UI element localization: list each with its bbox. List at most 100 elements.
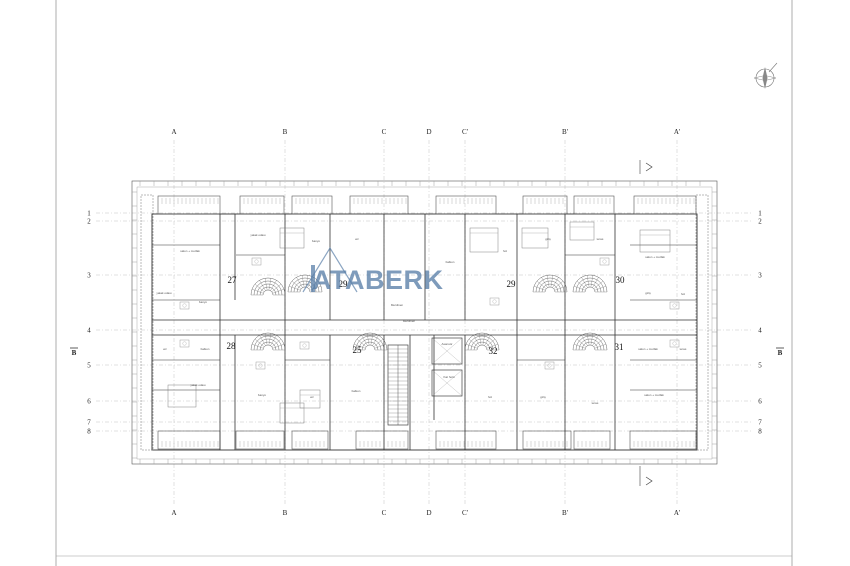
stair-riser bbox=[553, 280, 564, 289]
stair-riser bbox=[254, 338, 265, 347]
fixture-basin bbox=[182, 303, 187, 308]
stair-tread bbox=[250, 332, 286, 351]
grid-axis-label: B bbox=[283, 128, 288, 136]
stair-riser bbox=[593, 280, 604, 289]
stair-tread bbox=[262, 344, 274, 351]
unit-number: 31 bbox=[615, 342, 624, 352]
stair-tread bbox=[364, 344, 376, 351]
stair-riser bbox=[288, 286, 301, 291]
stair-tread bbox=[572, 332, 608, 351]
stair-riser bbox=[594, 344, 607, 349]
room-annotation: wc bbox=[310, 395, 314, 399]
fixture bbox=[251, 257, 262, 266]
stair-riser bbox=[356, 338, 367, 347]
stair-riser bbox=[301, 275, 305, 288]
core-annotation: Asansör bbox=[441, 342, 452, 346]
stair-riser bbox=[251, 289, 264, 294]
stair-riser bbox=[353, 344, 366, 349]
balcony bbox=[522, 195, 568, 215]
fixture-basin bbox=[254, 259, 259, 264]
stair-icon bbox=[352, 332, 388, 351]
room-annotation: yatak odası bbox=[156, 291, 172, 295]
section-mark-label: B bbox=[72, 349, 77, 357]
stair-riser bbox=[592, 335, 599, 346]
stair-riser bbox=[586, 275, 590, 288]
stair-riser bbox=[482, 333, 486, 346]
grid-axis-label: 4 bbox=[758, 327, 762, 335]
room-annotation: balkon bbox=[201, 347, 210, 351]
fixture-basin bbox=[672, 303, 677, 308]
bed-furniture bbox=[569, 221, 595, 241]
stair-riser bbox=[590, 333, 594, 346]
stair-icon bbox=[572, 332, 608, 351]
stair-riser bbox=[473, 335, 480, 346]
fixture-basin bbox=[547, 363, 552, 368]
fixture-basin bbox=[672, 341, 677, 346]
stair-tread bbox=[253, 280, 283, 296]
room-annotation: giriş bbox=[645, 291, 651, 295]
fixture bbox=[669, 339, 680, 348]
grid-axis-label: B' bbox=[562, 509, 568, 517]
stair-riser bbox=[586, 333, 590, 346]
grid-axis-label: 6 bbox=[87, 398, 91, 406]
stair-riser bbox=[268, 333, 272, 346]
stair-riser bbox=[581, 335, 588, 346]
stair-icon bbox=[250, 332, 286, 351]
unit-number: 25 bbox=[353, 345, 363, 355]
stair-riser bbox=[268, 278, 272, 291]
grid-axis-label: 2 bbox=[87, 218, 91, 226]
unit-number: 32 bbox=[489, 346, 498, 356]
stair-tread bbox=[532, 274, 568, 293]
elevator-shaft bbox=[431, 369, 463, 397]
grid-axis-label: A bbox=[171, 128, 176, 136]
elevator-shaft bbox=[431, 337, 463, 365]
stair-riser bbox=[576, 338, 587, 347]
grid-axis-label: 3 bbox=[87, 272, 91, 280]
room-annotation: yatak odası bbox=[250, 233, 266, 237]
stair-riser bbox=[251, 344, 264, 349]
balcony bbox=[573, 195, 615, 215]
bed-furniture bbox=[299, 389, 321, 409]
core-annotation: Kat holü bbox=[443, 375, 454, 379]
fixture-basin bbox=[602, 259, 607, 264]
unit-number: 29 bbox=[507, 279, 517, 289]
grid-axis-label: C bbox=[382, 128, 387, 136]
stair-riser bbox=[590, 275, 594, 288]
stair-riser bbox=[305, 275, 309, 288]
stair-riser bbox=[541, 277, 548, 288]
stair-riser bbox=[576, 280, 587, 289]
room-annotation: teras bbox=[592, 401, 599, 405]
room-annotation: salon + mutfak bbox=[644, 393, 664, 397]
balcony bbox=[291, 430, 329, 450]
fixture bbox=[179, 301, 190, 310]
stair-tread bbox=[287, 274, 323, 293]
stair-riser bbox=[370, 333, 374, 346]
fixture bbox=[299, 341, 310, 350]
room-annotation: hol bbox=[681, 292, 685, 296]
stair-tread bbox=[584, 344, 596, 351]
grid-axis-label: A' bbox=[674, 128, 680, 136]
room-annotation: salon + mutfak bbox=[645, 255, 665, 259]
core-annotation: Merdiven bbox=[391, 303, 404, 307]
exterior-wall bbox=[151, 213, 698, 451]
stair-riser bbox=[361, 335, 368, 346]
stair-icon bbox=[572, 274, 608, 293]
stair-tread bbox=[535, 277, 565, 293]
terrace-right bbox=[695, 194, 709, 451]
grid-axis-label: 6 bbox=[758, 398, 762, 406]
fixture-basin bbox=[302, 343, 307, 348]
terrace-left bbox=[140, 194, 154, 451]
fixture-basin bbox=[492, 299, 497, 304]
stair-tread bbox=[352, 332, 388, 351]
room-annotation: giriş bbox=[540, 395, 546, 399]
stair-riser bbox=[259, 280, 266, 291]
room-annotation: hol bbox=[488, 395, 492, 399]
unit-number: 30 bbox=[616, 275, 626, 285]
room-annotation: yatak odası bbox=[190, 383, 206, 387]
fixture-basin bbox=[258, 363, 263, 368]
grid-axis-label: D bbox=[426, 509, 431, 517]
balcony bbox=[349, 195, 409, 215]
stair-riser bbox=[573, 344, 586, 349]
